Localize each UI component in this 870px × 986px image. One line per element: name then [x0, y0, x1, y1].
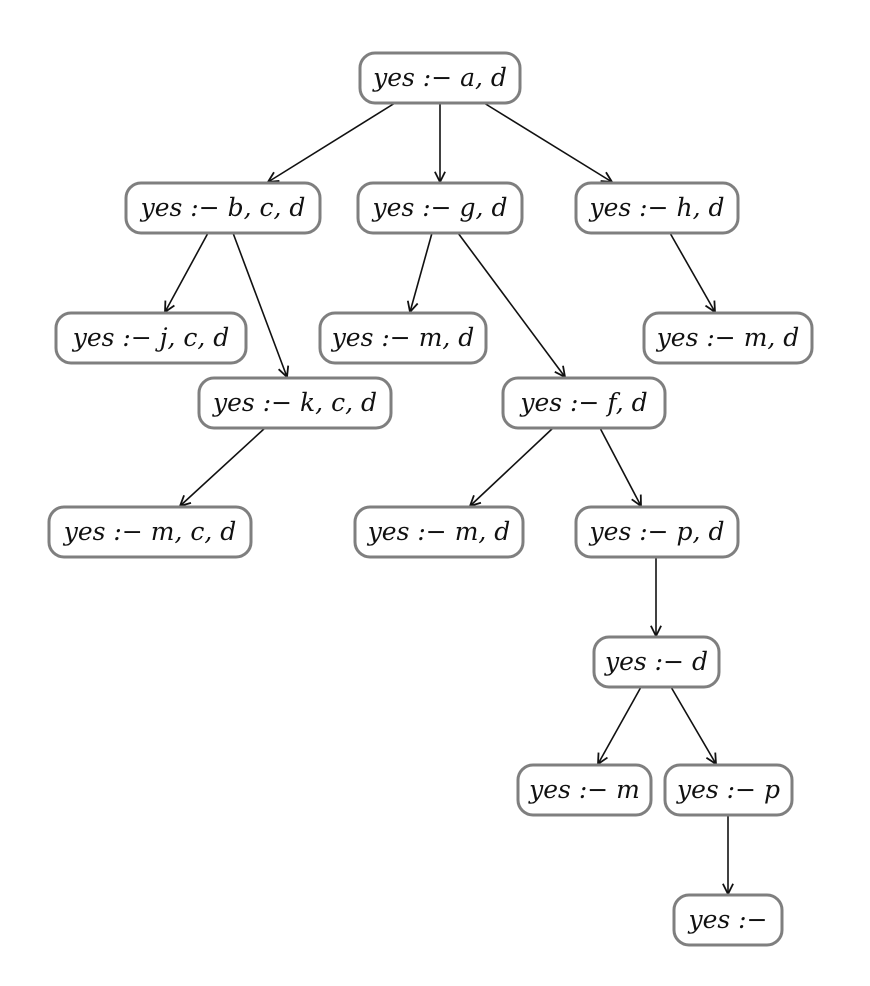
tree-node-n9: yes :− f, d — [501, 376, 667, 430]
node-box — [358, 51, 522, 105]
node-label: yes :− a, d — [372, 63, 507, 92]
tree-node-n2: yes :− b, c, d — [124, 181, 322, 235]
tree-node-n5: yes :− j, c, d — [54, 311, 248, 365]
node-box — [356, 181, 524, 235]
edge-arrow-n2-n5 — [165, 232, 209, 312]
node-label: yes :− b, c, d — [140, 193, 306, 222]
edge-arrow-n4-n7 — [669, 232, 715, 312]
node-box — [642, 311, 814, 365]
node-label: yes :− m, d — [656, 323, 800, 352]
edge-arrow-n8-n10 — [180, 427, 266, 506]
tree-node-n8: yes :− k, c, d — [197, 376, 393, 430]
edge-arrow-n2-n8 — [232, 232, 287, 377]
node-label: yes :− g, d — [372, 193, 508, 222]
node-label: yes :− k, c, d — [212, 388, 377, 417]
node-box — [353, 505, 525, 559]
tree-node-n1: yes :− a, d — [358, 51, 522, 105]
node-label: yes :− m — [528, 775, 640, 804]
node-label: yes :− j, c, d — [72, 323, 230, 352]
edge-arrow-n3-n9 — [457, 232, 565, 377]
node-box — [54, 311, 248, 365]
tree-node-n16: yes :− — [672, 893, 784, 947]
node-box — [124, 181, 322, 235]
tree-node-n6: yes :− m, d — [318, 311, 488, 365]
tree-node-n4: yes :− h, d — [574, 181, 740, 235]
tree-node-n12: yes :− p, d — [574, 505, 740, 559]
edge-arrow-n9-n12 — [599, 427, 641, 506]
node-box — [663, 763, 794, 817]
node-box — [47, 505, 253, 559]
node-box — [592, 635, 721, 689]
node-label: yes :− p, d — [589, 517, 725, 546]
edge-arrow-n1-n2 — [268, 102, 396, 182]
node-label: yes :− h, d — [588, 193, 724, 222]
tree-node-n3: yes :− g, d — [356, 181, 524, 235]
node-box — [672, 893, 784, 947]
tree-node-n15: yes :− p — [663, 763, 794, 817]
edge-arrow-n1-n4 — [483, 102, 612, 182]
node-label: yes :− f, d — [519, 388, 647, 417]
node-box — [516, 763, 653, 817]
node-box — [574, 505, 740, 559]
tree-node-n10: yes :− m, c, d — [47, 505, 253, 559]
tree-node-n14: yes :− m — [516, 763, 653, 817]
tree-node-n11: yes :− m, d — [353, 505, 525, 559]
edge-arrow-n13-n14 — [598, 686, 642, 764]
node-label: yes :− p — [676, 775, 780, 804]
node-box — [501, 376, 667, 430]
edge-arrow-n13-n15 — [670, 686, 716, 764]
node-box — [574, 181, 740, 235]
node-label: yes :− m, c, d — [63, 517, 237, 546]
node-label: yes :− m, d — [331, 323, 475, 352]
edge-arrow-n3-n6 — [410, 232, 433, 312]
node-label: yes :− — [687, 905, 767, 934]
edge-arrow-n9-n11 — [470, 427, 554, 506]
node-box — [318, 311, 488, 365]
tree-node-n7: yes :− m, d — [642, 311, 814, 365]
node-label: yes :− d — [604, 647, 708, 676]
tree-node-n13: yes :− d — [592, 635, 721, 689]
node-box — [197, 376, 393, 430]
node-label: yes :− m, d — [367, 517, 511, 546]
